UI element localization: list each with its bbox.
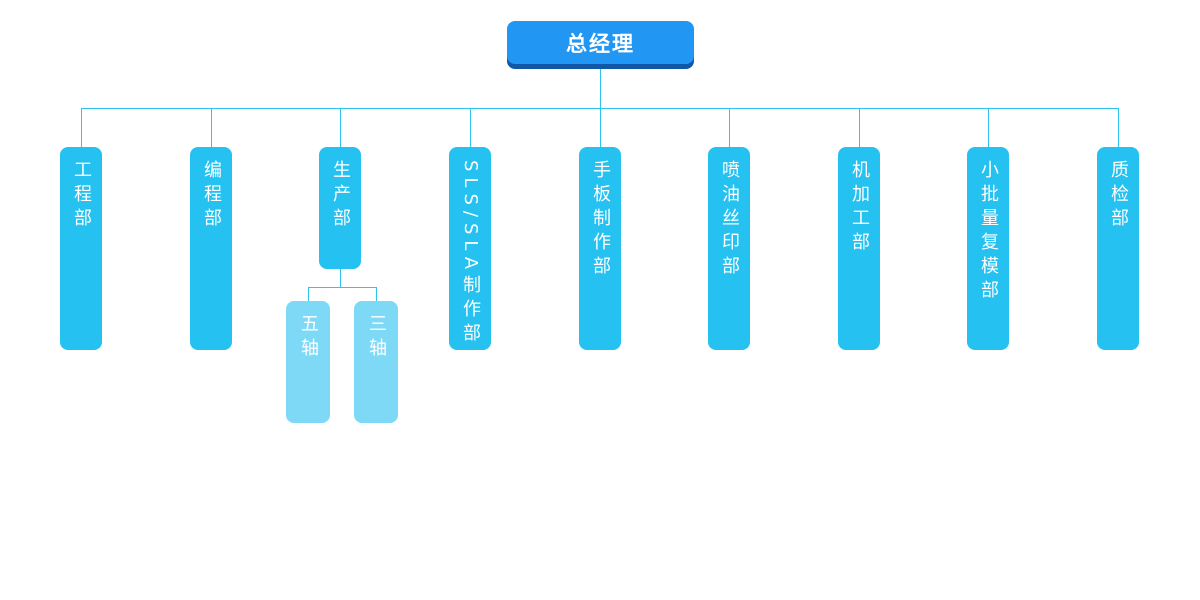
- connector-line: [81, 108, 82, 147]
- connector-line: [376, 287, 377, 301]
- dept-node-spray-paint-silkscreen: 喷油丝印部: [708, 147, 750, 350]
- connector-line: [988, 108, 989, 147]
- connector-line: [340, 108, 341, 147]
- sub-node-five-axis: 五轴: [286, 301, 330, 423]
- connector-line: [729, 108, 730, 147]
- dept-node-engineering: 工程部: [60, 147, 102, 350]
- connector-line: [470, 108, 471, 147]
- connector-line: [211, 108, 212, 147]
- connector-line: [308, 287, 309, 301]
- dept-label-programming: 编程部: [201, 160, 222, 232]
- sub-label-five-axis: 五轴: [298, 314, 319, 362]
- dept-label-sls-sla-fabrication: SLS/SLA制作部: [460, 160, 481, 348]
- connector-line: [859, 108, 860, 147]
- sub-label-three-axis: 三轴: [366, 314, 387, 362]
- dept-label-prototype-fabrication: 手板制作部: [590, 160, 611, 280]
- dept-node-prototype-fabrication: 手板制作部: [579, 147, 621, 350]
- sub-node-three-axis: 三轴: [354, 301, 398, 423]
- dept-node-small-batch-replica-molding: 小批量复模部: [967, 147, 1009, 350]
- dept-node-programming: 编程部: [190, 147, 232, 350]
- connector-line: [340, 269, 341, 287]
- connector-line: [600, 69, 601, 108]
- dept-label-spray-paint-silkscreen: 喷油丝印部: [719, 160, 740, 280]
- dept-label-quality-inspection: 质检部: [1108, 160, 1129, 232]
- dept-label-production: 生产部: [330, 160, 351, 232]
- dept-node-machining: 机加工部: [838, 147, 880, 350]
- dept-node-production: 生产部: [319, 147, 361, 269]
- dept-label-machining: 机加工部: [849, 160, 870, 256]
- dept-node-sls-sla-fabrication: SLS/SLA制作部: [449, 147, 491, 350]
- connector-line: [600, 108, 601, 147]
- connector-line: [1118, 108, 1119, 147]
- root-node-general-manager: 总经理: [507, 21, 694, 64]
- dept-label-engineering: 工程部: [71, 160, 92, 232]
- dept-node-quality-inspection: 质检部: [1097, 147, 1139, 350]
- dept-label-small-batch-replica-molding: 小批量复模部: [978, 160, 999, 304]
- connector-line: [308, 287, 377, 288]
